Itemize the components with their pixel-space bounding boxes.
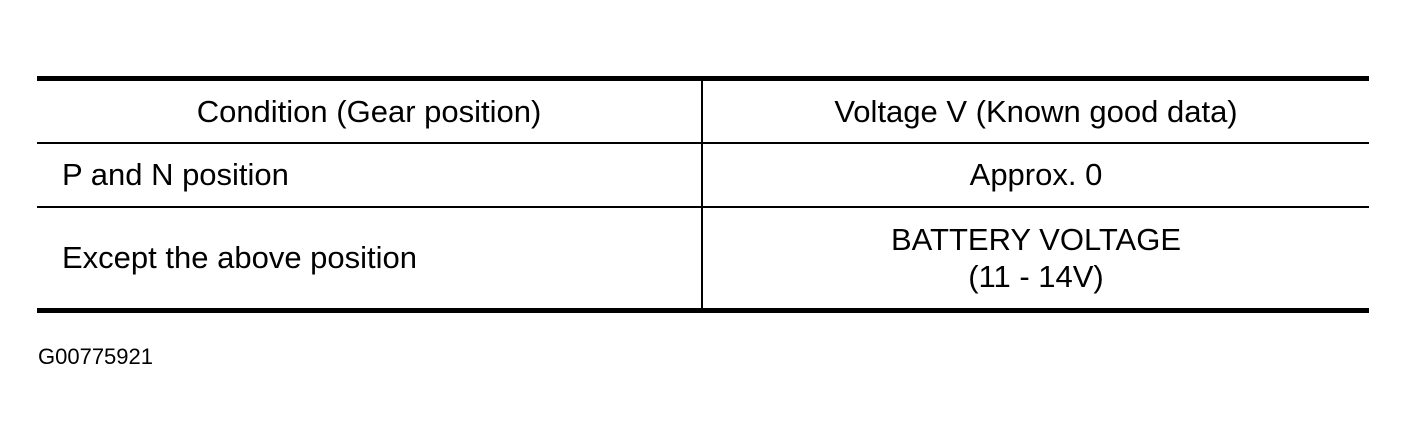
voltage-value: BATTERY VOLTAGE: [891, 221, 1181, 257]
header-voltage: Voltage V (Known good data): [702, 78, 1369, 144]
voltage-cell: BATTERY VOLTAGE (11 - 14V): [702, 207, 1369, 311]
condition-cell: Except the above position: [37, 206, 703, 311]
voltage-spec-table: Condition (Gear position) Voltage V (Kno…: [37, 76, 1369, 313]
figure-code: G00775921: [38, 344, 153, 369]
condition-cell: P and N position: [37, 142, 703, 208]
voltage-cell: Approx. 0: [702, 142, 1369, 208]
table-header-row: Condition (Gear position) Voltage V (Kno…: [37, 78, 1369, 144]
table-row: P and N position Approx. 0: [37, 142, 1369, 208]
table-row: Except the above position BATTERY VOLTAG…: [37, 206, 1369, 311]
voltage-range: (11 - 14V): [968, 258, 1104, 294]
header-condition: Condition (Gear position): [37, 78, 703, 144]
voltage-value: Approx. 0: [969, 157, 1103, 192]
